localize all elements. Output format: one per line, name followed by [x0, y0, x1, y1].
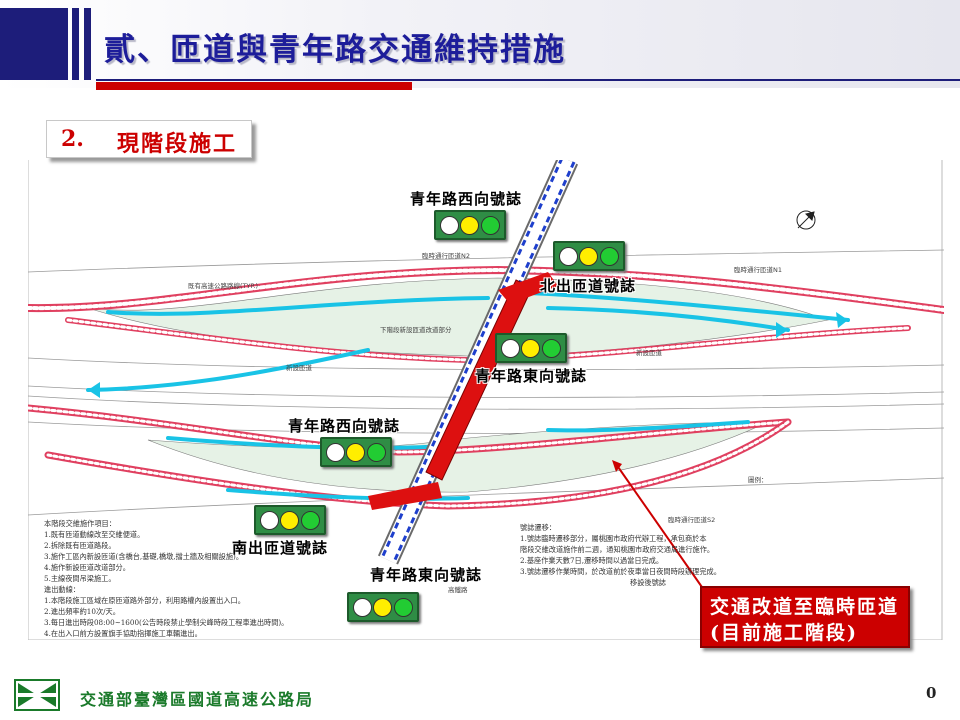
traffic-signal-north-ramp — [553, 241, 625, 271]
notes-section: 進出動線： — [44, 585, 80, 594]
header-rule — [96, 79, 960, 81]
header-red-bar — [96, 82, 412, 90]
label-modify-part: 下階段新設匝道改道部分 — [380, 325, 452, 334]
notes-item: 5.主線夜間吊梁施工。 — [44, 574, 116, 583]
header-stripe-2 — [84, 8, 91, 80]
yellow-lamp-icon — [460, 215, 480, 235]
yellow-lamp-icon — [280, 510, 300, 530]
agency-logo-icon — [14, 679, 60, 711]
label-temp-ramp-n1: 臨時通行匝道N1 — [734, 265, 782, 274]
slide-title: 貳、匝道與青年路交通維持措施 — [104, 32, 566, 68]
notes-item: 1.既有匝道動線改至交維便道。 — [44, 530, 145, 539]
notes-item: 2.基座作業天數7日,遷移時間以過當日完成。 — [520, 556, 664, 565]
green-lamp-icon — [600, 246, 620, 266]
header-background — [0, 0, 960, 88]
notes-header: 本階段交維施作項目： — [44, 519, 116, 528]
white-lamp-icon — [325, 442, 345, 462]
label-temp-ramp-n2: 臨時通行匝道N2 — [422, 251, 470, 260]
subtitle-text: 現階段施工 — [117, 131, 238, 157]
traffic-signal-east-mid — [495, 333, 567, 363]
green-lamp-icon — [394, 597, 414, 617]
notes-item: 2.進出頻率約10次/天。 — [44, 607, 120, 616]
green-lamp-icon — [301, 510, 321, 530]
subtitle-box: 2. 現階段施工 — [46, 120, 252, 158]
signal-label-west-top: 青年路西向號誌 — [410, 190, 523, 208]
notes-item: 1.本階段施工區域在原匝道路外部分，利用路權內設置出入口。 — [44, 596, 245, 605]
signal-label-west-mid: 青年路西向號誌 — [288, 417, 401, 435]
yellow-lamp-icon — [346, 442, 366, 462]
signal-label-east-mid: 青年路東向號誌 — [475, 367, 588, 385]
signal-label-east-bottom: 青年路東向號誌 — [370, 566, 483, 584]
label-temp-ramp-s2: 臨時通行匝道S2 — [668, 515, 715, 524]
notes-item: 階段交維改道施作前二週，通知桃園市政府交通局進行施作。 — [520, 545, 715, 554]
white-lamp-icon — [259, 510, 279, 530]
white-lamp-icon — [439, 215, 459, 235]
label-legend: 圖例： — [748, 475, 768, 484]
notes-item: 4.施作新設匝道改道部分。 — [44, 563, 130, 572]
callout-text: 交通改道至臨時匝道(目前施工階段) — [710, 596, 900, 644]
green-lamp-icon — [367, 442, 387, 462]
subtitle-number: 2. — [61, 126, 84, 152]
traffic-signal-west-top — [434, 210, 506, 240]
label-new-ramp-right: 新設匝道 — [636, 348, 663, 357]
white-lamp-icon — [500, 338, 520, 358]
yellow-lamp-icon — [521, 338, 541, 358]
signal-relocation-notes: 號誌遷移： 1.號誌臨時遷移部分，屬桃園市政府代辦工程，承包商於本 階段交維改道… — [520, 522, 760, 588]
yellow-lamp-icon — [579, 246, 599, 266]
header-stripe-1 — [72, 8, 79, 80]
label-existing-ramp: 既有高速公路路線(TYP.) — [188, 281, 258, 290]
yellow-lamp-icon — [373, 597, 393, 617]
notes-item: 4.在出入口前方設置旗手協助指揮施工車輛進出。 — [44, 629, 202, 638]
label-road-name: 高鐵路 — [448, 585, 468, 594]
page-number: 0 — [926, 684, 937, 702]
notes-item: 3.施作工區內新設匝道(含橋台,基礎,橋墩,擋土牆及相關設施)。 — [44, 552, 244, 561]
signal-label-south-ramp: 南出匝道號誌 — [232, 539, 329, 557]
notes-item: 3.每日進出時段08:00~1600(公告時段禁止學制尖峰時段工程車進出時間)。 — [44, 618, 289, 627]
construction-notes: 本階段交維施作項目： 1.既有匝道動線改至交維便道。 2.拆除既有匝道路段。 3… — [44, 518, 314, 639]
notes-item: 1.號誌臨時遷移部分，屬桃園市政府代辦工程，承包商於本 — [520, 534, 707, 543]
traffic-signal-west-mid — [320, 437, 392, 467]
notes-item: 3.號誌遷移作業時間，於改道前於夜車當日夜間時段辦理完成。 — [520, 567, 721, 576]
header-block — [0, 8, 68, 80]
traffic-signal-east-bottom — [347, 592, 419, 622]
label-new-ramp-left: 新設匝道 — [286, 363, 313, 372]
callout-box: 交通改道至臨時匝道(目前施工階段) — [700, 586, 910, 648]
construction-plan-drawing: 既有高速公路路線(TYP.) 新設匝道 下階段新設匝道改道部分 新設匝道 臨時通… — [28, 160, 944, 640]
notes-item: 2.拆除既有匝道路段。 — [44, 541, 116, 550]
white-lamp-icon — [352, 597, 372, 617]
legend-line-label: 移設後號誌 — [630, 578, 666, 587]
green-lamp-icon — [542, 338, 562, 358]
green-lamp-icon — [481, 215, 501, 235]
signal-label-north-ramp: 北出匝道號誌 — [540, 277, 637, 295]
white-lamp-icon — [558, 246, 578, 266]
traffic-signal-south-ramp — [254, 505, 326, 535]
notes-header: 號誌遷移： — [520, 523, 556, 532]
footer-agency-name: 交通部臺灣區國道高速公路局 — [80, 690, 315, 709]
